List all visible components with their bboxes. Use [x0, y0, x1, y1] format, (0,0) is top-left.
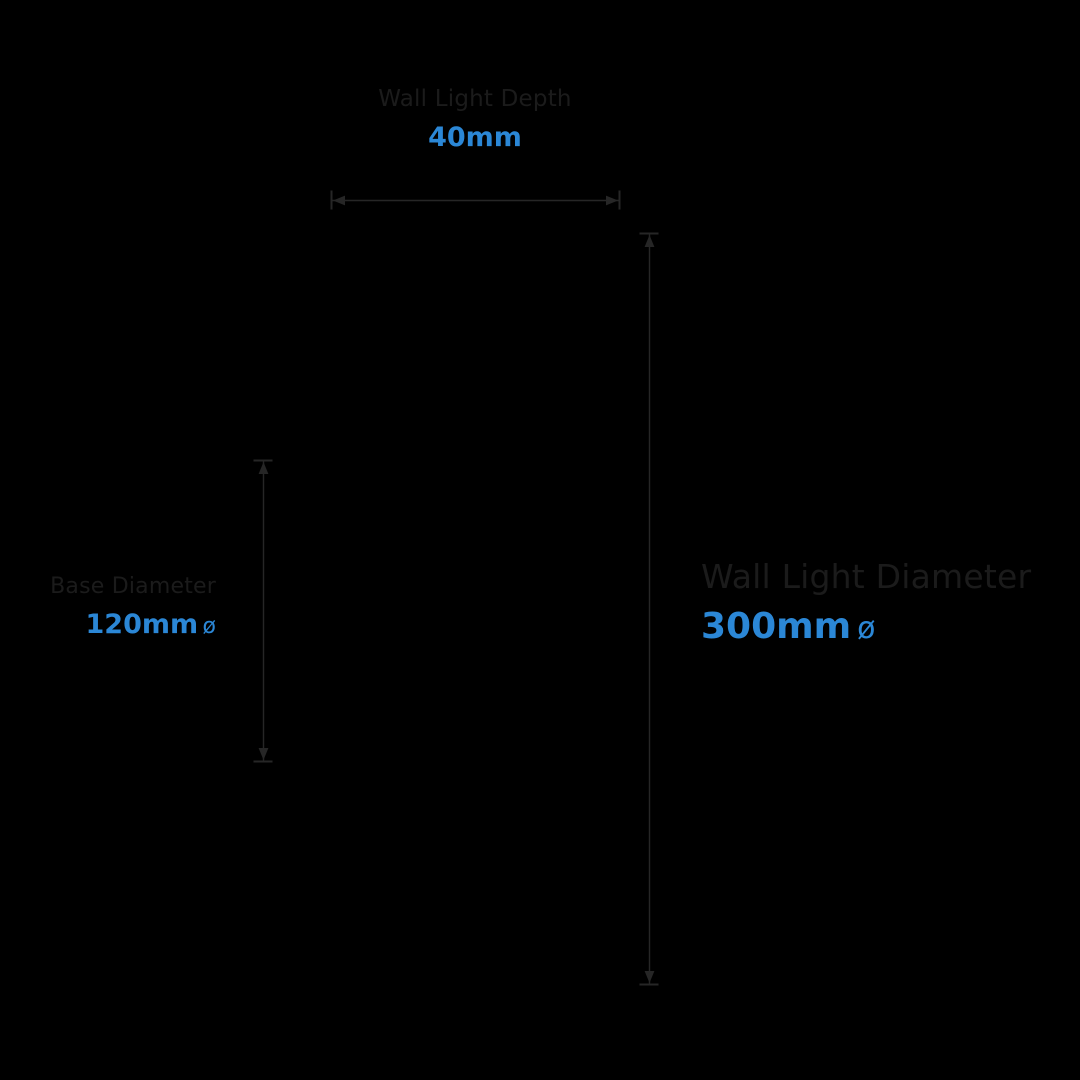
dimension-label-base-diameter: Base Diameter 120mm ø [0, 574, 217, 640]
dimension-value-base-diameter: 120mm ø [0, 609, 217, 640]
dimension-label-wall-light-depth: Wall Light Depth 40mm [0, 86, 950, 152]
dimension-line-wall-light-diameter [639, 232, 659, 986]
dimension-line-wall-light-depth [330, 190, 621, 210]
dimension-value-text-wall-light-depth: 40mm [428, 122, 522, 153]
dimension-value-text-base-diameter: 120mm [85, 609, 199, 640]
diameter-symbol-icon-wall-light-diameter: ø [851, 611, 876, 646]
dimension-label-wall-light-diameter: Wall Light Diameter 300mm ø [701, 560, 1031, 645]
dimension-title-wall-light-diameter: Wall Light Diameter [701, 557, 1032, 596]
dimension-line-base-diameter [253, 459, 273, 763]
dimension-title-wall-light-depth: Wall Light Depth [378, 86, 572, 112]
diameter-symbol-icon-base-diameter: ø [198, 614, 216, 639]
dimension-value-wall-light-diameter: 300mm ø [701, 609, 1031, 645]
dimension-value-wall-light-depth: 40mm [0, 124, 950, 151]
dimension-title-base-diameter: Base Diameter [50, 574, 216, 599]
dimension-value-text-wall-light-diameter: 300mm [701, 606, 852, 647]
